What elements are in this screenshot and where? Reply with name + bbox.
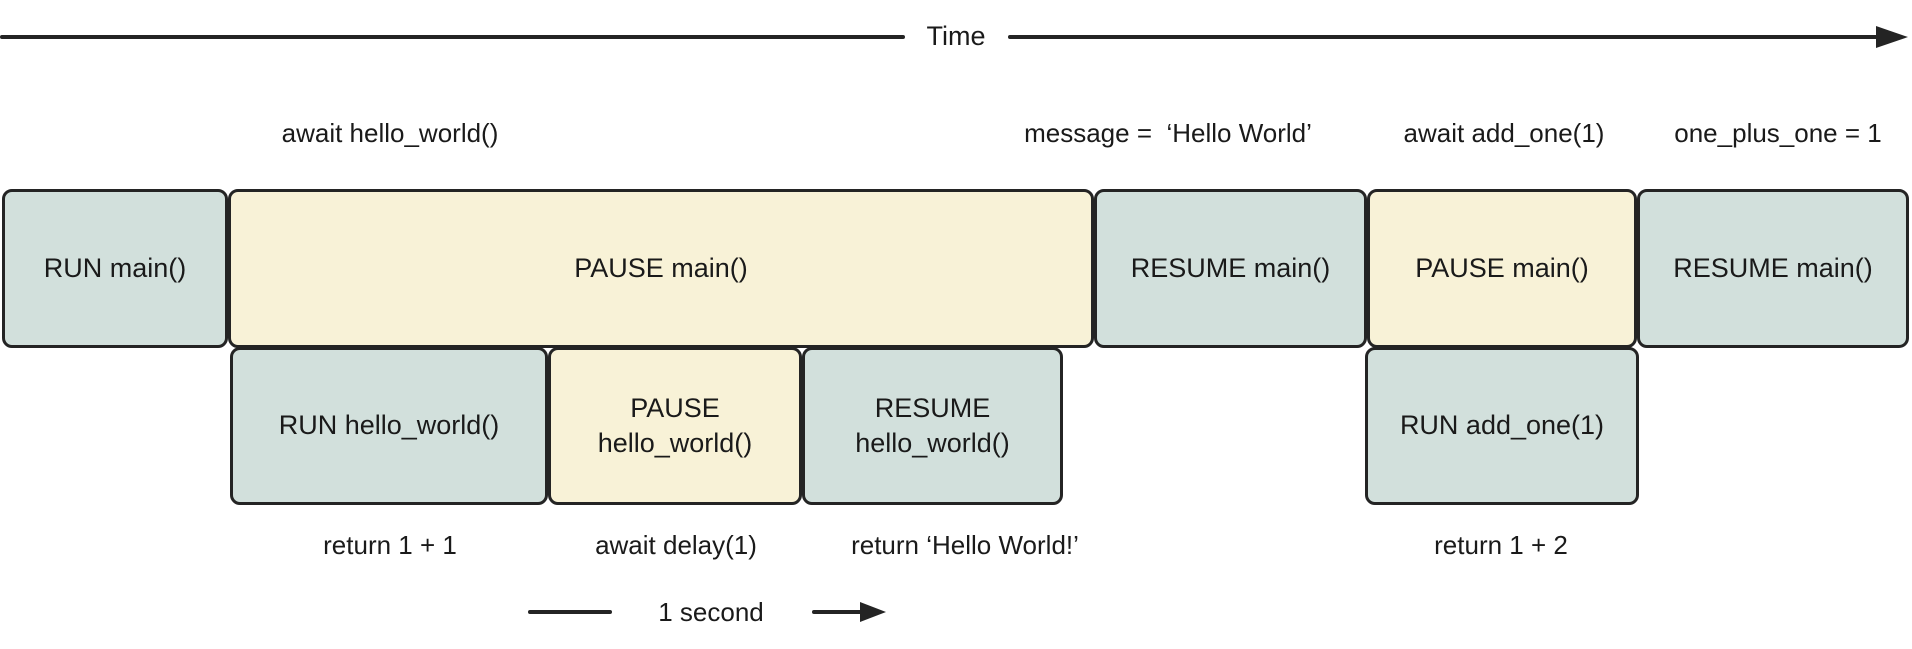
annotation-await-hello-world: await hello_world() <box>281 118 499 148</box>
time-axis-line-left <box>0 35 905 39</box>
annotation-return-hello-world: return ‘Hello World!’ <box>851 530 1079 560</box>
annotation-await-delay: await delay(1) <box>595 530 757 560</box>
box-run-hello-world: RUN hello_world() <box>230 347 548 505</box>
annotation-one-plus-one: one_plus_one = 1 <box>1674 118 1882 148</box>
time-axis-arrow-icon <box>1876 26 1908 48</box>
box-run-main: RUN main() <box>2 189 228 348</box>
box-pause-main-1: PAUSE main() <box>228 189 1094 348</box>
box-pause-hello-world: PAUSE hello_world() <box>548 347 802 505</box>
annotation-return-1-plus-2: return 1 + 2 <box>1434 530 1568 560</box>
time-axis-label: Time <box>926 21 986 51</box>
annotation-await-add-one: await add_one(1) <box>1403 118 1605 148</box>
box-resume-hello-world: RESUME hello_world() <box>802 347 1063 505</box>
annotation-message-hello-world: message = ‘Hello World’ <box>1024 118 1312 148</box>
legend-duration-label: 1 second <box>658 597 764 627</box>
time-axis-line-right <box>1008 35 1884 39</box>
box-run-add-one: RUN add_one(1) <box>1365 347 1639 505</box>
annotation-return-1-plus-1: return 1 + 1 <box>323 530 457 560</box>
box-pause-main-2: PAUSE main() <box>1367 189 1637 348</box>
box-resume-main-2: RESUME main() <box>1637 189 1909 348</box>
legend-arrow-line <box>812 610 864 614</box>
legend-duration-line <box>528 610 612 614</box>
box-resume-main-1: RESUME main() <box>1094 189 1367 348</box>
legend-arrow-icon <box>860 602 886 622</box>
